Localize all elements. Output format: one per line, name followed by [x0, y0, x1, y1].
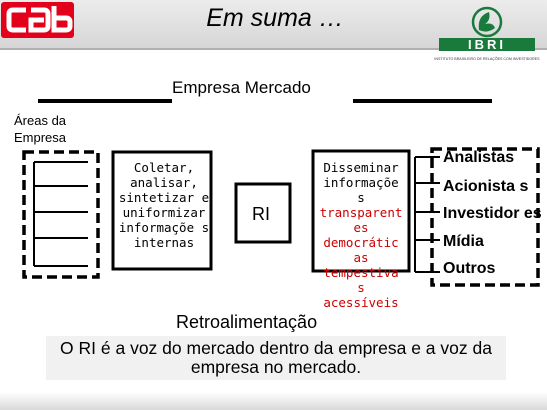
- dissem-line: democrátic: [323, 235, 399, 250]
- dissem-line: es: [353, 220, 369, 235]
- ri-box: [234, 182, 292, 244]
- dissem-line: acessíveis: [323, 295, 399, 310]
- summary-text: O RI é a voz do mercado dentro da empres…: [60, 338, 492, 377]
- header-bar: [0, 0, 547, 50]
- areas-box: [22, 150, 100, 279]
- ibri-logo: IBRI INSTITUTO BRASILEIRO DE RELAÇÕES CO…: [434, 6, 540, 61]
- ibri-logo-text: IBRI: [468, 37, 506, 52]
- dissem-line: as: [353, 250, 369, 265]
- stakeholder-analistas: Analistas: [443, 149, 515, 166]
- ri-label: RI: [252, 204, 270, 224]
- collect-box-text: Coletar, analisar, sintetizar e uniformi…: [118, 160, 210, 250]
- footer-bar: [0, 392, 547, 410]
- dissem-line: informaçõe: [323, 175, 399, 190]
- dissem-line: s: [357, 280, 365, 295]
- dissem-line: tempestiva: [323, 265, 399, 280]
- feedback-label: Retroalimentação: [176, 312, 318, 332]
- ibri-logo-tagline: INSTITUTO BRASILEIRO DE RELAÇÕES COM INV…: [434, 56, 540, 61]
- stakeholder-acionistas: Acionista s: [443, 178, 529, 195]
- center-title: Empresa Mercado: [172, 78, 311, 97]
- dissem-line: Disseminar: [323, 160, 399, 175]
- disseminate-box: [311, 149, 411, 273]
- company-logo: [1, 2, 74, 38]
- collect-box: [111, 150, 213, 271]
- stakeholders-box: [430, 147, 540, 287]
- stakeholder-midia: Mídia: [443, 233, 484, 250]
- summary-box: [46, 336, 506, 380]
- stakeholder-outros: Outros: [443, 260, 496, 277]
- areas-label: Áreas da Empresa: [14, 113, 67, 145]
- disseminate-text: Disseminar informaçõe s transparent es d…: [313, 160, 409, 310]
- dissem-line: transparent: [319, 205, 403, 220]
- stakeholder-investidores: Investidor es: [443, 205, 542, 222]
- slide-title: Em suma …: [206, 4, 344, 32]
- dissem-line: s: [357, 190, 365, 205]
